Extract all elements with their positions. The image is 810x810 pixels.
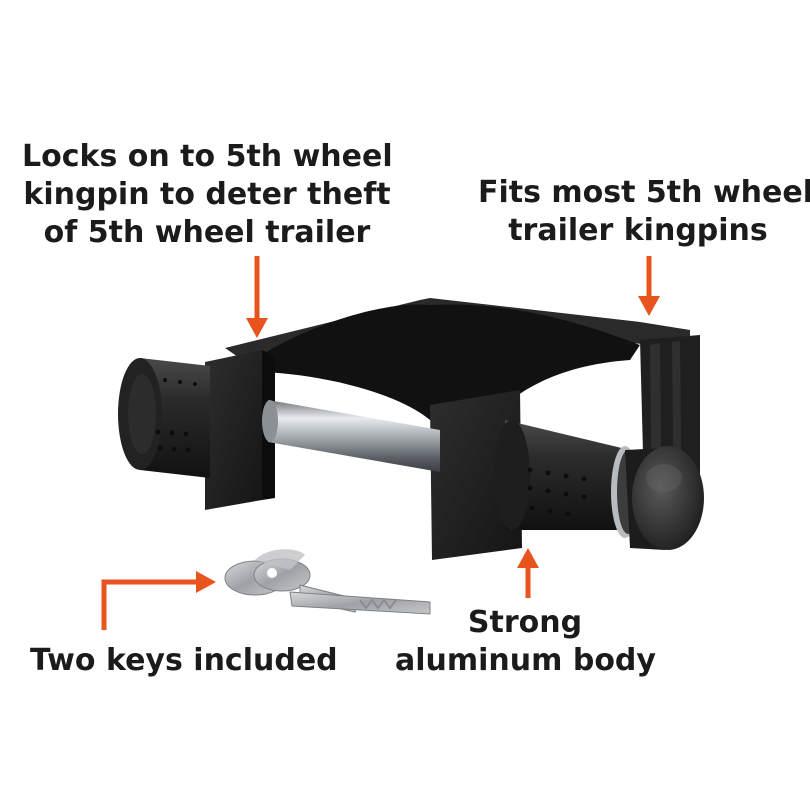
keys-image bbox=[224, 549, 431, 615]
orange-arrow-icon bbox=[101, 571, 216, 630]
callout-line: Fits most 5th wheel bbox=[478, 175, 810, 210]
callout-line: Locks on to 5th wheel bbox=[22, 139, 393, 174]
callout-line: kingpin to deter theft bbox=[23, 177, 391, 212]
callout-line: aluminum body bbox=[395, 643, 656, 678]
callout-keys-text: Two keys included bbox=[30, 642, 338, 680]
callout-fits-text: Fits most 5th wheel trailer kingpins bbox=[478, 174, 810, 250]
callout-strong-text: Strong aluminum body bbox=[395, 604, 656, 680]
callout-line: Strong bbox=[467, 605, 583, 640]
end-cap bbox=[625, 446, 704, 550]
callout-line: trailer kingpins bbox=[508, 213, 768, 248]
chrome-pin bbox=[262, 400, 440, 472]
orange-arrow-icon bbox=[638, 256, 660, 316]
callout-line: Two keys included bbox=[30, 643, 338, 678]
callout-locks-text: Locks on to 5th wheel kingpin to deter t… bbox=[22, 138, 393, 252]
orange-arrow-icon bbox=[246, 256, 268, 338]
orange-arrow-icon bbox=[517, 548, 539, 598]
left-grip bbox=[118, 358, 210, 478]
right-grip bbox=[494, 420, 639, 538]
callout-line: of 5th wheel trailer bbox=[43, 215, 371, 250]
